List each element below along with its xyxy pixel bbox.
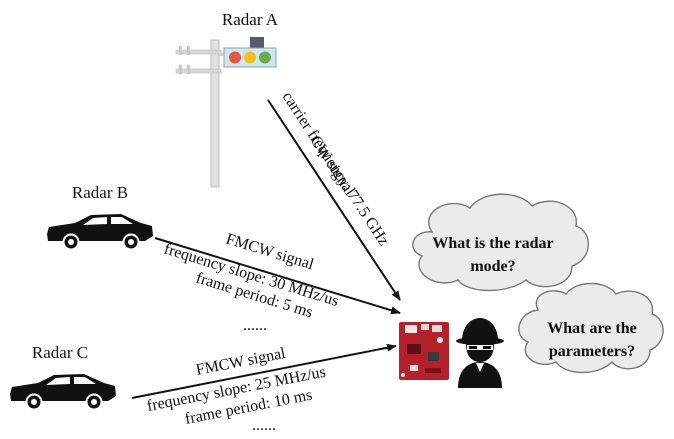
arrow-radar-b (154, 237, 401, 315)
red-light (229, 51, 241, 64)
radar-mode-question-cloud: What is the radar mode? (412, 193, 590, 292)
signal-c-more: ...... (252, 417, 276, 434)
radar-c-label: Radar C (32, 343, 88, 362)
cloud-params-line1: What are the (547, 320, 636, 337)
traffic-light-icon (175, 37, 277, 188)
cloud-params-line2: parameters? (549, 343, 635, 360)
cloud-mode-line1: What is the radar (432, 235, 553, 252)
car-icon (47, 214, 153, 251)
signal-a-carrier: carrier frequency: 77.5 GHz (279, 89, 392, 249)
spy-icon (456, 318, 504, 388)
arrow-radar-a (267, 99, 401, 301)
green-light (259, 51, 271, 64)
signal-b-more: ...... (243, 317, 267, 334)
radar-b-label: Radar B (72, 183, 128, 202)
radar-board-icon (399, 322, 449, 380)
cloud-mode-line2: mode? (470, 258, 515, 275)
parameters-question-cloud: What are the parameters? (518, 282, 664, 374)
car-icon (10, 374, 116, 411)
radar-a-label: Radar A (222, 10, 279, 29)
yellow-light (244, 51, 256, 64)
arrow-radar-c (131, 343, 397, 399)
